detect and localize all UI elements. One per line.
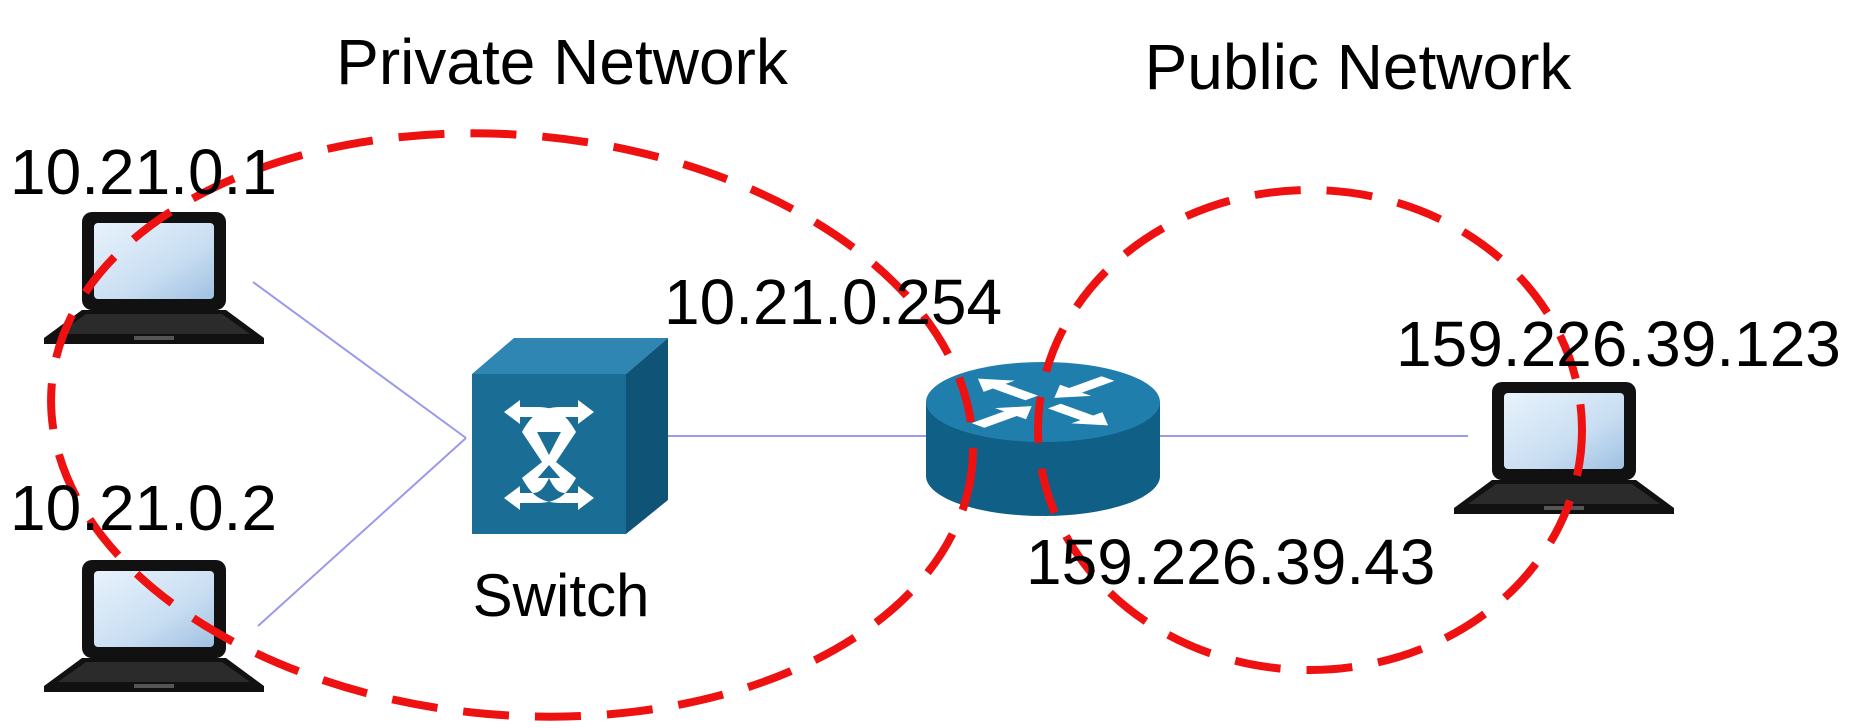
router-inner-ip: 10.21.0.254: [664, 266, 1002, 338]
public-host-ip: 159.226.39.123: [1396, 308, 1841, 380]
link-laptop2-switch: [257, 437, 467, 627]
link-laptop1-switch: [252, 281, 467, 439]
router-icon: [926, 362, 1160, 516]
public-network-boundary: [1034, 186, 1586, 674]
switch-label: Switch: [473, 562, 650, 629]
private-network-boundary: [47, 129, 977, 721]
laptop-2-ip: 10.21.0.2: [10, 472, 277, 544]
links: [252, 281, 1468, 627]
laptop-icon: [44, 560, 264, 692]
laptop-icon: [44, 212, 264, 344]
switch-icon: [472, 338, 668, 534]
public-network-title: Public Network: [1145, 31, 1573, 103]
private-network-title: Private Network: [336, 26, 789, 98]
laptop-icon: [1454, 382, 1674, 514]
router-outer-ip: 159.226.39.43: [1026, 526, 1435, 598]
network-boundaries: [47, 129, 1586, 721]
laptop-1-ip: 10.21.0.1: [10, 136, 277, 208]
